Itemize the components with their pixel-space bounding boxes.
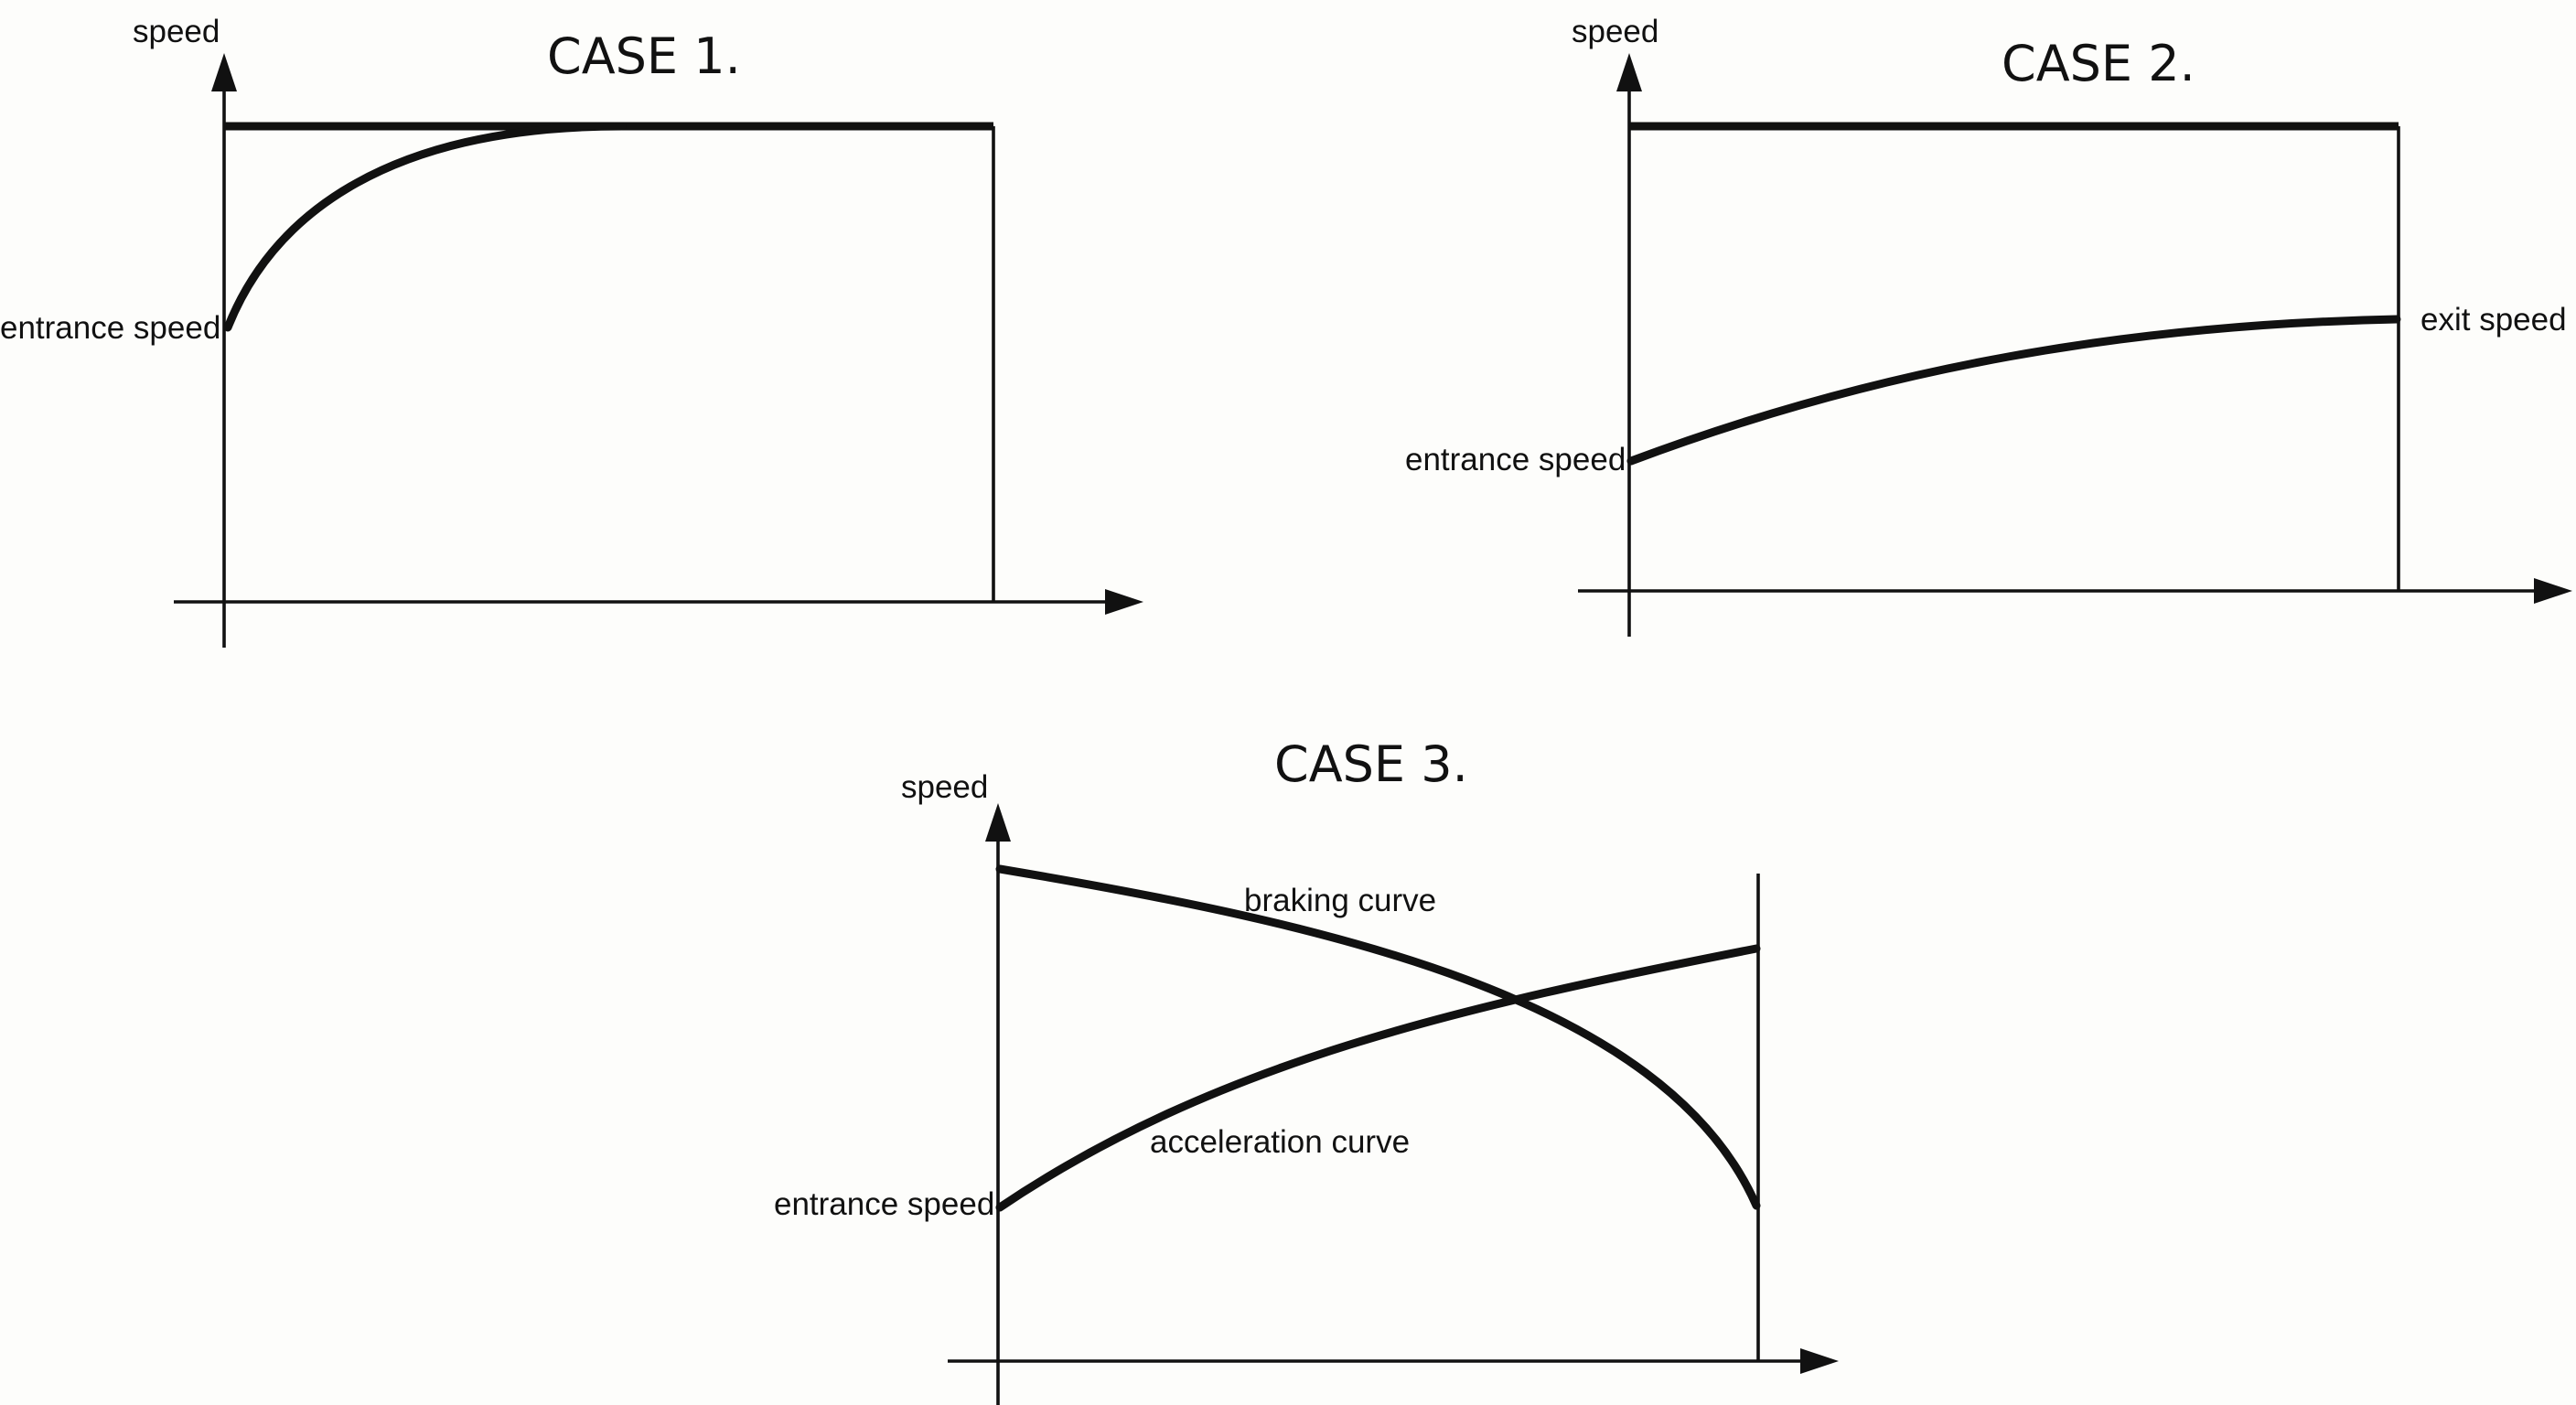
- case-1-title: CASE 1.: [547, 27, 741, 85]
- case-1-diagram: CASE 1. speed entrance speed: [0, 14, 1143, 648]
- case-3-title: CASE 3.: [1274, 735, 1468, 793]
- case-2-y-axis-arrow: [1616, 53, 1642, 91]
- case-1-x-axis-arrow: [1105, 589, 1143, 615]
- case-1-entrance-speed-label: entrance speed: [0, 310, 220, 346]
- case-3-braking-curve-label: braking curve: [1244, 883, 1436, 918]
- case-2-diagram: CASE 2. speed entrance speed exit speed: [1405, 14, 2572, 637]
- case-3-braking-curve: [995, 864, 1761, 1210]
- case-1-y-axis-label: speed: [133, 14, 220, 49]
- case-3-y-axis-label: speed: [901, 769, 988, 805]
- case-3-y-axis-arrow: [985, 803, 1011, 842]
- case-3-diagram: CASE 3. speed entrance speed braking cur…: [774, 735, 1839, 1405]
- case-3-acceleration-curve: [995, 944, 1761, 1212]
- case-2-y-axis-label: speed: [1572, 14, 1658, 49]
- case-2-title: CASE 2.: [2002, 35, 2195, 92]
- case-2-entrance-speed-label: entrance speed: [1405, 442, 1626, 477]
- case-3-entrance-speed-label: entrance speed: [774, 1186, 994, 1222]
- case-1-y-axis-arrow: [211, 53, 237, 91]
- case-2-acceleration-curve: [1626, 315, 2401, 466]
- case-1-acceleration-curve: [223, 122, 627, 332]
- case-3-x-axis-arrow: [1800, 1348, 1839, 1374]
- case-3-acceleration-curve-label: acceleration curve: [1150, 1124, 1410, 1160]
- case-2-exit-speed-label: exit speed: [2420, 302, 2567, 338]
- case-2-x-axis-arrow: [2534, 578, 2572, 604]
